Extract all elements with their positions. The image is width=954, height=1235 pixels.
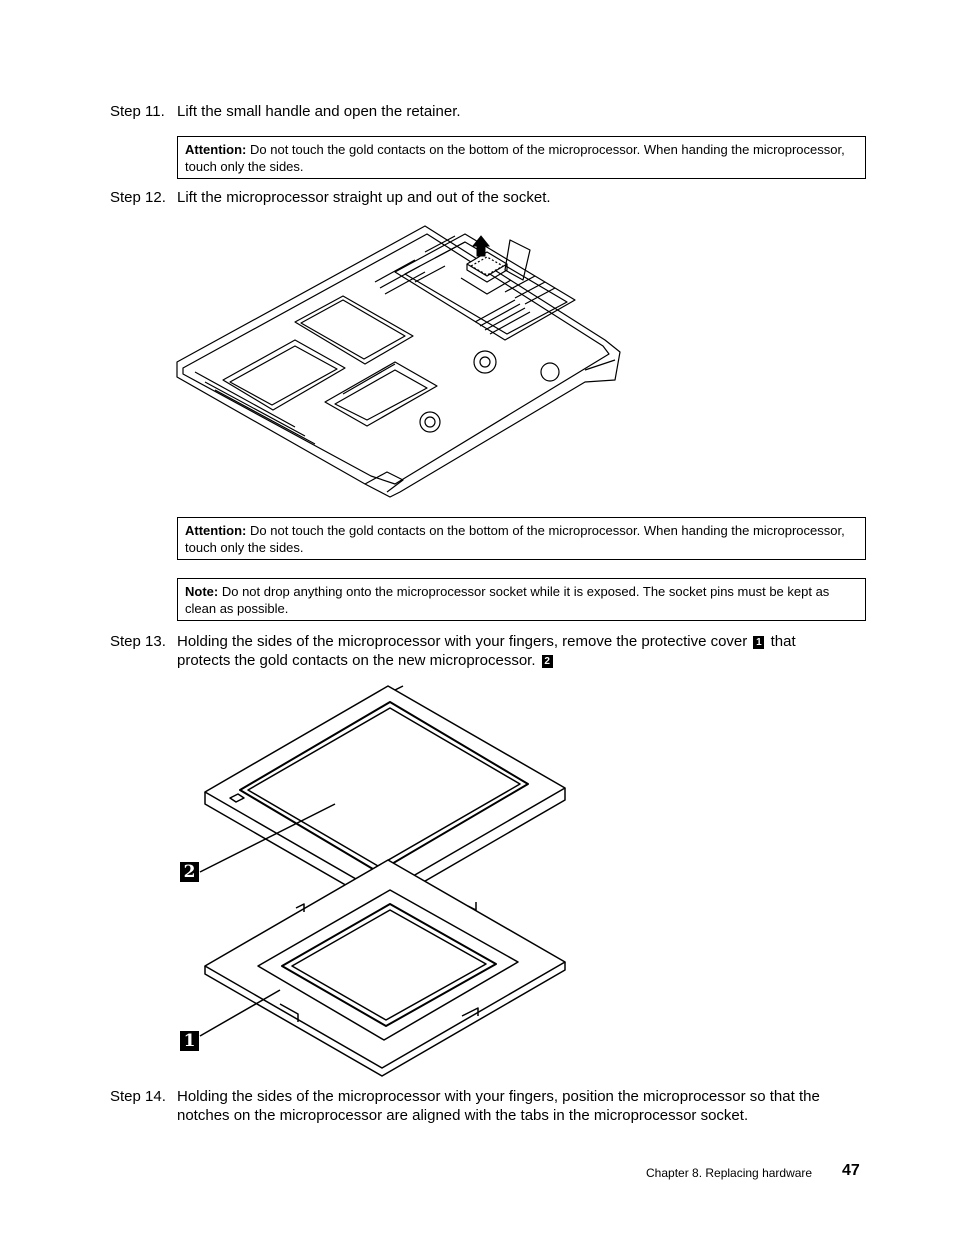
callout-2: 2 [541,655,553,668]
step-13-text-part2: that protects the gold contacts on the n… [177,633,796,669]
step-12-label: Step 12. [110,189,166,206]
attention-text: Do not touch the gold contacts on the bo… [185,142,845,174]
chassis-illustration [176,225,621,498]
microprocessor-cover-illustration [199,685,566,1077]
step-13-text: Holding the sides of the microprocessor … [177,632,847,670]
note-text: Do not drop anything onto the microproce… [185,584,830,616]
figure-callout-2: 2 [180,862,199,882]
footer-chapter: Chapter 8. Replacing hardware [646,1166,813,1180]
step-14-label: Step 14. [110,1088,166,1105]
attention-label: Attention: [185,142,247,157]
attention-box-1: Attention: Do not touch the gold contact… [177,136,866,179]
step-11-text: Lift the small handle and open the retai… [177,103,461,120]
attention-text: Do not touch the gold contacts on the bo… [185,523,845,555]
step-14-text: Holding the sides of the microprocessor … [177,1088,820,1124]
step-11-label: Step 11. [110,103,165,120]
step-13-label: Step 13. [110,633,166,650]
callout-1: 1 [753,636,765,649]
attention-box-2: Attention: Do not touch the gold contact… [177,517,866,560]
attention-label: Attention: [185,523,247,538]
note-box: Note: Do not drop anything onto the micr… [177,578,866,621]
step-12-text: Lift the microprocessor straight up and … [177,189,551,206]
page-number: 47 [842,1162,860,1179]
step-13-text-part1: Holding the sides of the microprocessor … [177,633,748,650]
note-label: Note: [185,584,219,599]
figure-callout-1: 1 [180,1031,199,1051]
